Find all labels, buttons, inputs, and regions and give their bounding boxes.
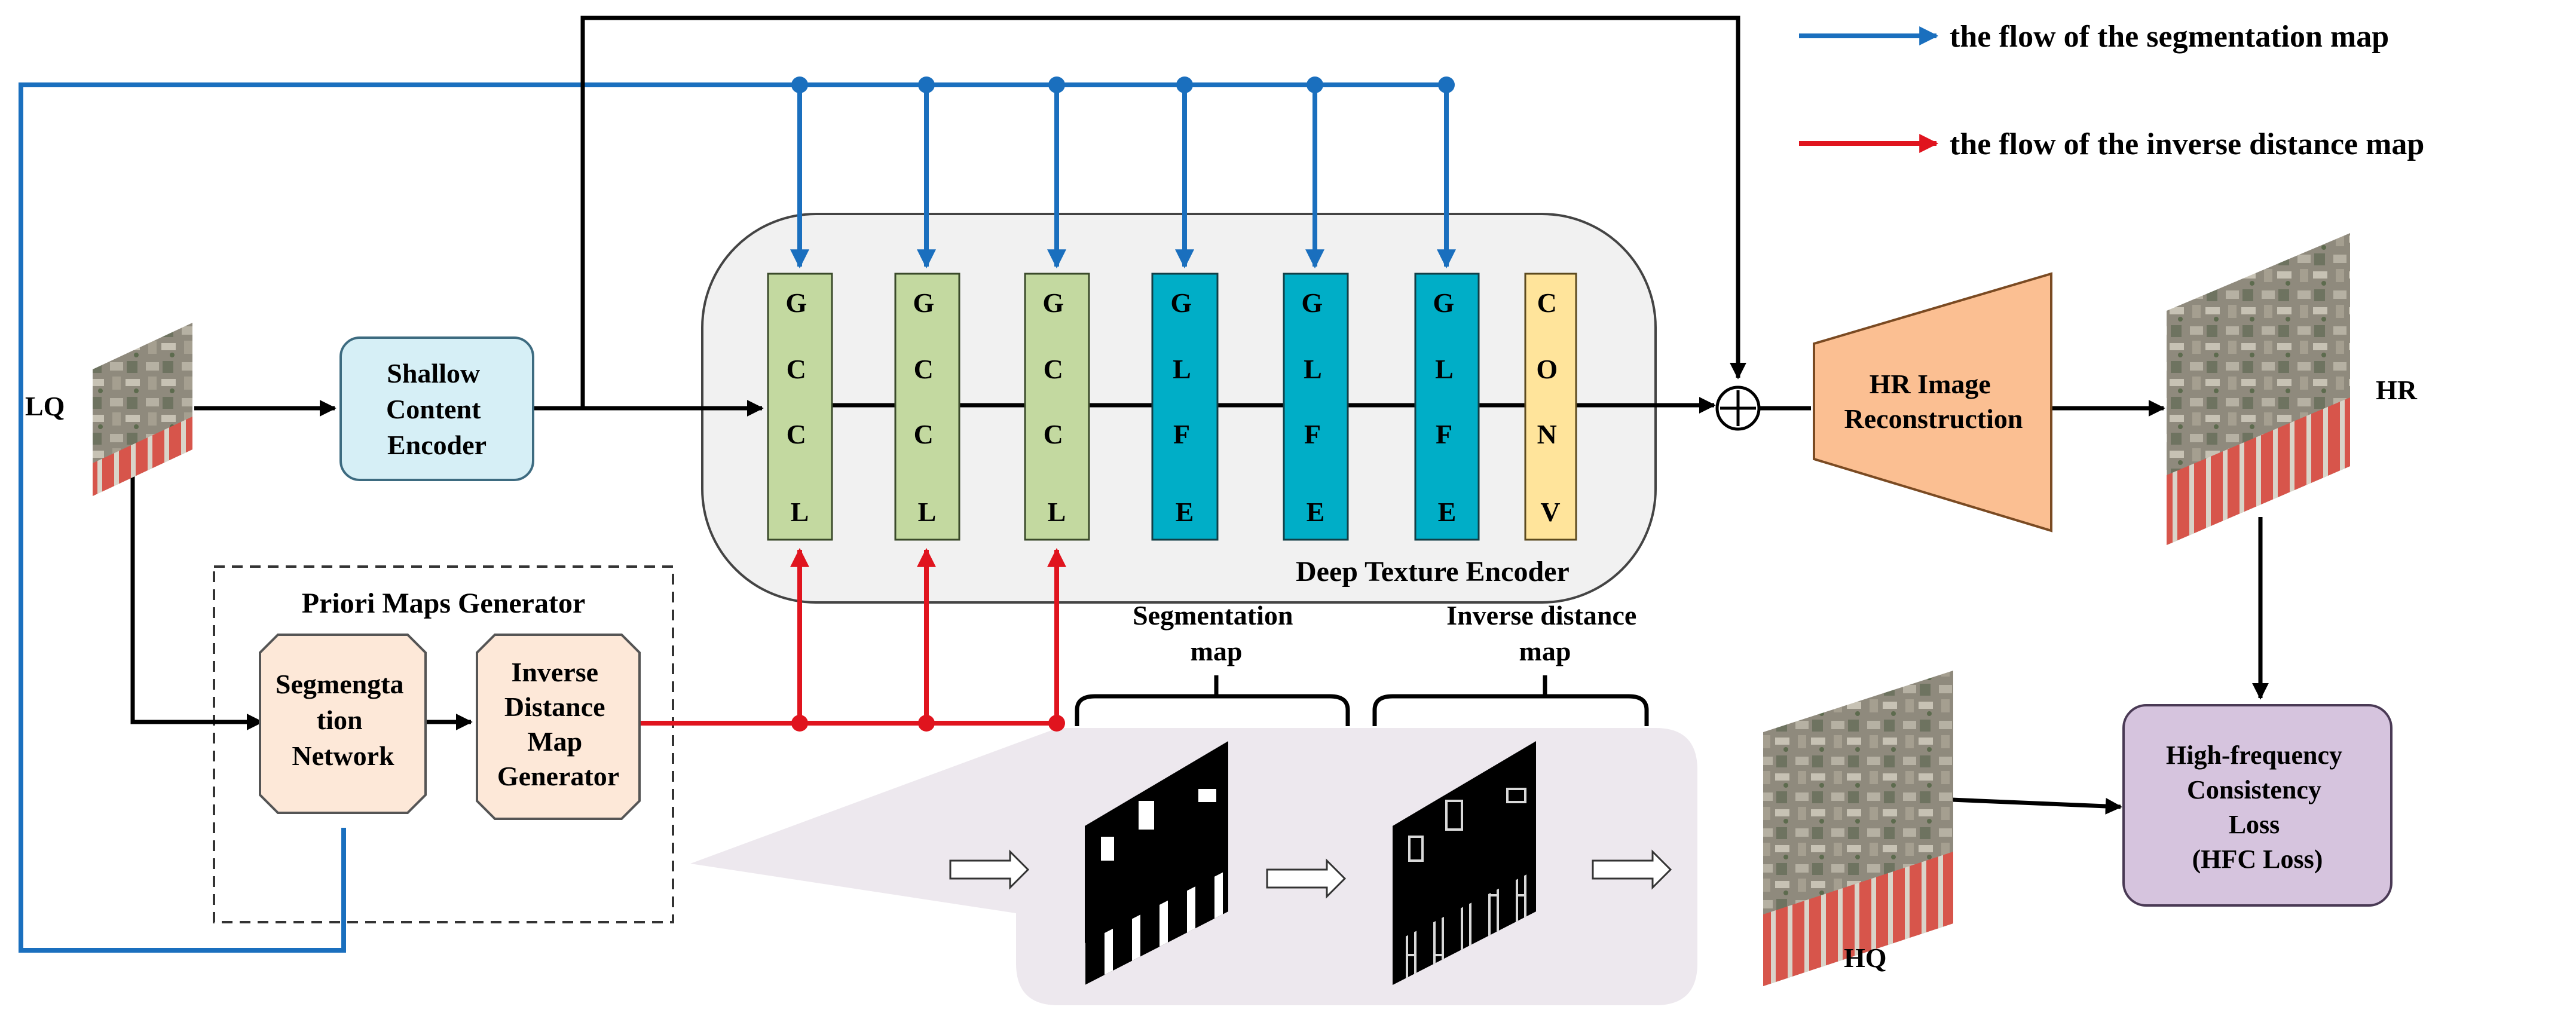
segmentation-map-flow bbox=[19, 77, 1456, 953]
svg-text:C O N: C O N V bbox=[1536, 287, 1564, 527]
hfc-loss-box bbox=[2122, 704, 2393, 907]
hollow-arrow-3 bbox=[1592, 849, 1672, 890]
gccl-block-3: G C C L bbox=[1024, 273, 1090, 541]
svg-text:G L F: G L F E bbox=[1433, 287, 1461, 527]
svg-text:G L F: G L F E bbox=[1170, 287, 1198, 527]
inverse-distance-map-generator-box bbox=[476, 634, 641, 820]
segmentation-map-bracket bbox=[1075, 675, 1350, 726]
segmentation-map-label: Segmentation map bbox=[1133, 600, 1300, 666]
inverse-distance-map-label: Inverse distance map bbox=[1446, 600, 1644, 666]
segmentation-network-label: Segmengta tion Network bbox=[276, 669, 411, 771]
hr-reconstruction-block bbox=[1813, 272, 2052, 533]
inverse-distance-map-bracket bbox=[1372, 675, 1649, 726]
lq-image bbox=[93, 323, 192, 496]
legend-inverse-label: the flow of the inverse distance map bbox=[1950, 127, 2424, 161]
gccl-block-2: G C C L bbox=[894, 273, 960, 541]
segmentation-network-box bbox=[259, 634, 427, 814]
hr-label: HR bbox=[2376, 375, 2418, 405]
main-data-flow bbox=[130, 16, 2269, 815]
gccl-block-1: G C C L bbox=[767, 273, 833, 541]
hr-image bbox=[2167, 233, 2350, 545]
shallow-content-encoder-label: Shallow Content Encoder bbox=[386, 358, 488, 460]
hfc-loss-label: High-frequency Consistency Loss (HFC Los… bbox=[2166, 741, 2349, 874]
glfe-block-1: G L F E bbox=[1151, 273, 1219, 541]
legend-segmentation-label: the flow of the segmentation map bbox=[1950, 20, 2389, 54]
hq-label: HQ bbox=[1844, 943, 1887, 973]
shallow-content-encoder-box bbox=[339, 336, 534, 481]
svg-text:G L F: G L F E bbox=[1301, 287, 1329, 527]
preview-arrows bbox=[949, 849, 1672, 899]
hq-image bbox=[1763, 671, 1953, 986]
priori-maps-generator-box bbox=[213, 565, 674, 923]
glfe-block-2: G L F E bbox=[1283, 273, 1349, 541]
inverse-distance-map-generator-label: Inverse Distance Map Generator bbox=[497, 657, 619, 791]
deep-texture-encoder-label: Deep Texture Encoder bbox=[1296, 556, 1570, 588]
conv-block: C O N V bbox=[1524, 273, 1577, 541]
legend: the flow of the segmentation map the flo… bbox=[1799, 20, 2424, 161]
svg-text:G C C: G C C L bbox=[785, 287, 813, 527]
svg-text:G C C: G C C L bbox=[913, 287, 941, 527]
svg-text:G C C: G C C L bbox=[1042, 287, 1070, 527]
glfe-block-3: G L F E bbox=[1414, 273, 1480, 541]
plus-node bbox=[1715, 385, 1761, 431]
lq-label: LQ bbox=[25, 391, 65, 421]
segmentation-map-image bbox=[1085, 741, 1228, 985]
priori-maps-generator-label: Priori Maps Generator bbox=[302, 588, 586, 619]
hollow-arrow-1 bbox=[949, 849, 1030, 890]
deep-texture-encoder-blocks: G C C L G C C L G C C L bbox=[767, 273, 1577, 541]
hr-reconstruction-label: HR Image Reconstruction bbox=[1844, 369, 2023, 434]
inverse-distance-map-flow bbox=[640, 547, 1066, 732]
inverse-distance-map-image bbox=[1393, 741, 1536, 985]
hollow-arrow-2 bbox=[1266, 858, 1347, 899]
